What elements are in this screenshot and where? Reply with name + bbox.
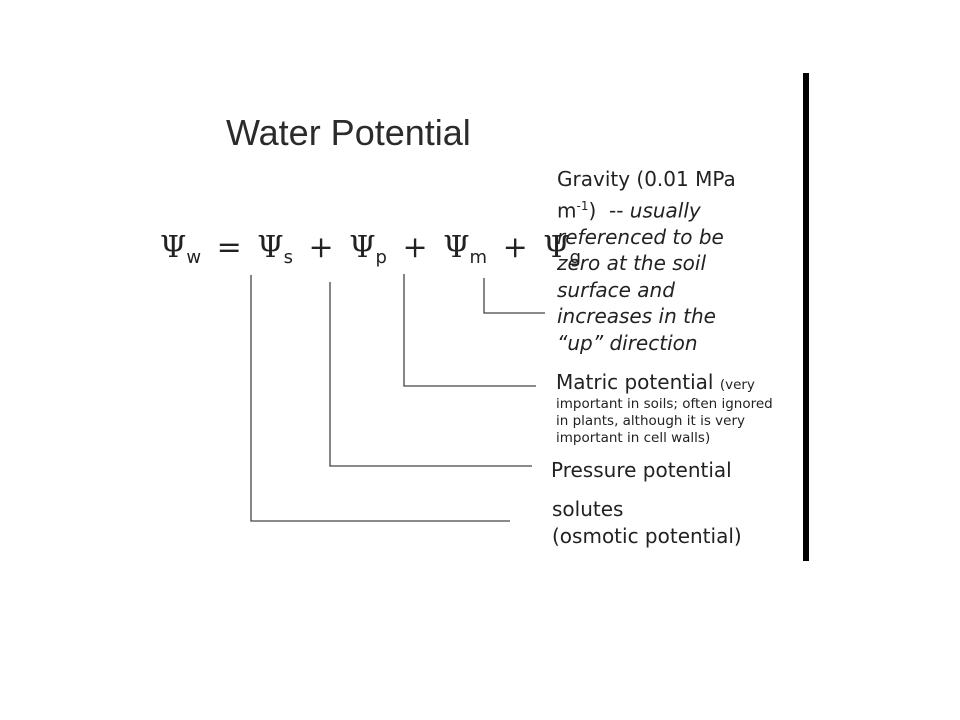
psi-g-term: Ψg [543,230,582,268]
equals-sign: = [216,230,242,265]
matric-main-line: Matric potential (very [556,370,755,394]
matric-label: Matric potential (very important in soil… [556,369,773,447]
psi-w-term: Ψw [160,230,202,268]
gravity-note-line: increases in the [557,304,716,329]
plus-sign: + [402,230,428,265]
gravity-note-line: surface and [557,277,675,302]
matric-note-line: important in cell walls) [556,429,711,446]
pressure-connector [329,282,532,467]
pressure-label: Pressure potential [551,458,732,482]
psi-m-term: Ψm [443,230,488,268]
gravity-units-line: m-1) -- usually [557,198,701,223]
osmotic-line: (osmotic potential) [552,523,742,548]
plus-sign: + [502,230,528,265]
matric-note-line: important in soils; often ignored [556,395,773,412]
right-border-bar [803,73,809,561]
plus-sign: + [308,230,334,265]
gravity-label: Gravity (0.01 MPa m-1) -- usually refere… [557,166,736,356]
psi-s-term: Ψs [257,230,293,268]
gravity-line: Gravity (0.01 MPa [557,167,736,191]
matric-note-line: in plants, although it is very [556,412,746,429]
diagram-title: Water Potential [226,112,471,153]
gravity-note-line: referenced to be [557,224,724,249]
gravity-note-line: “up” direction [557,330,698,355]
gravity-note-line: zero at the soil [557,251,707,276]
solutes-connector [250,275,510,522]
psi-p-term: Ψp [349,230,387,268]
solutes-label: solutes (osmotic potential) [552,496,742,549]
water-potential-equation: Ψw = Ψs + Ψp + Ψm + Ψg [160,230,581,268]
matric-connector [403,274,536,387]
solutes-line: solutes [552,497,624,521]
gravity-connector [483,278,545,314]
